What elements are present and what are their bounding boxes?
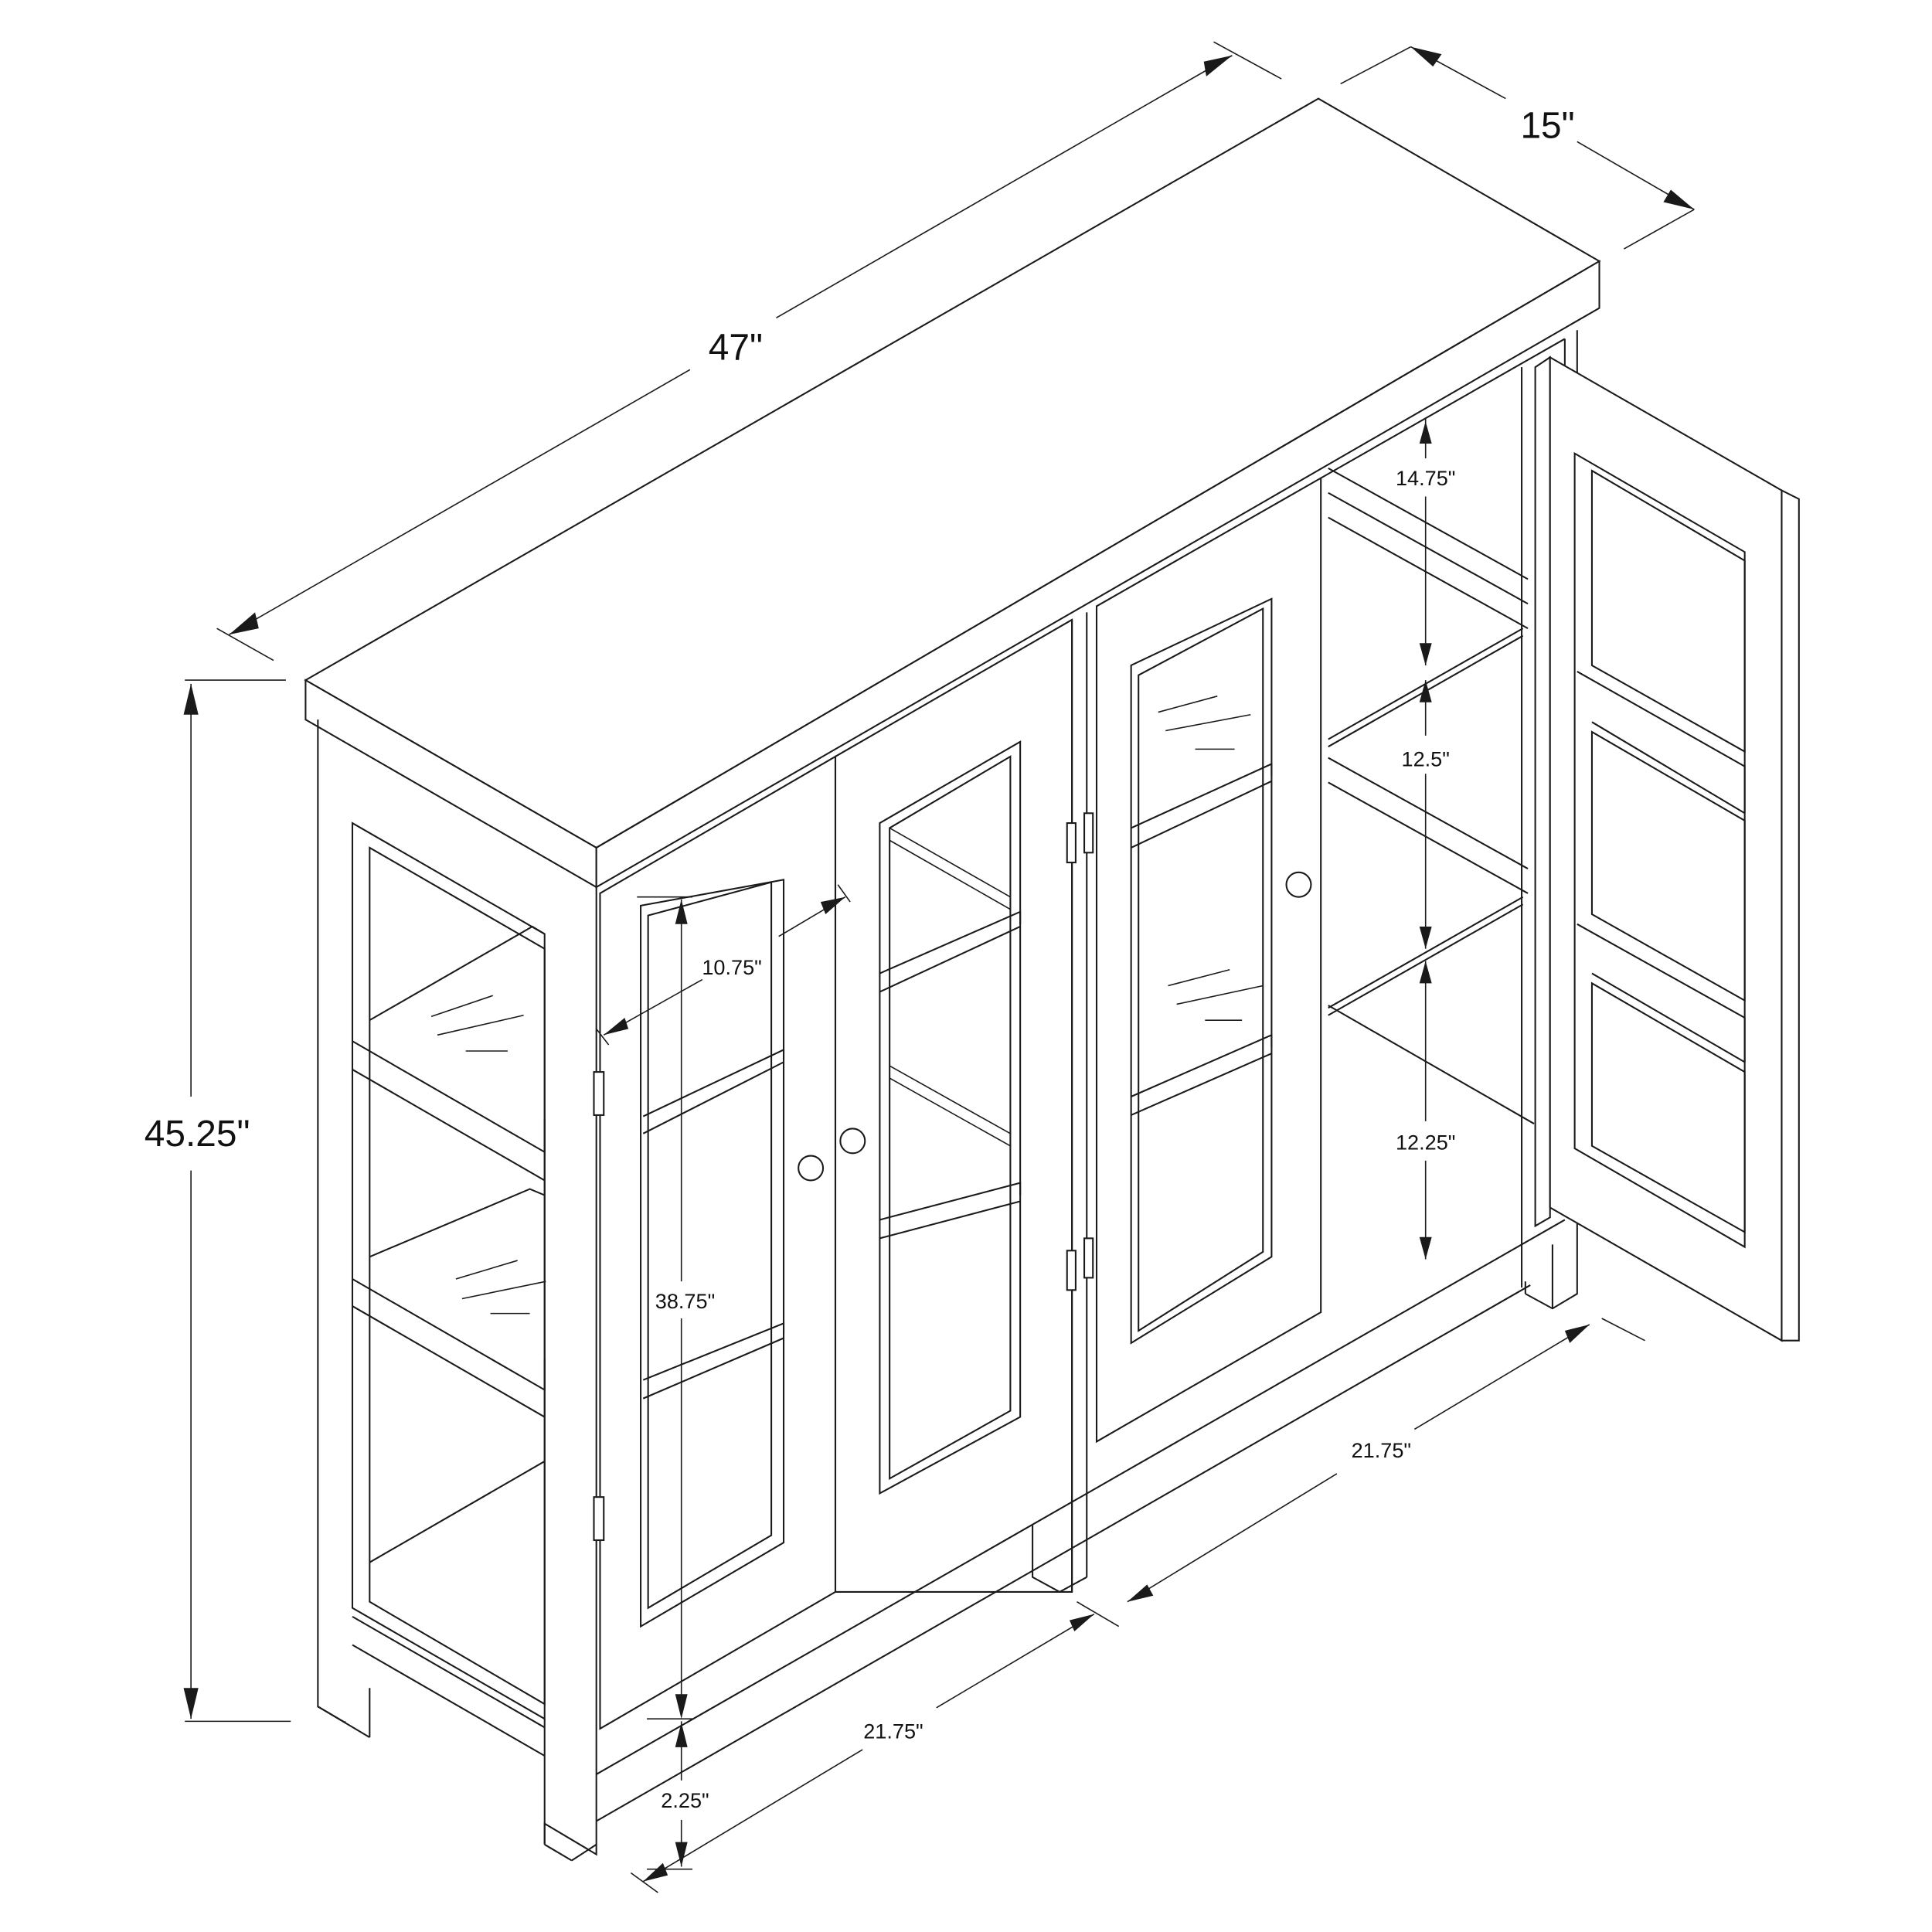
door-left [593, 755, 837, 1730]
dim-label-front-right: 21.75" [1352, 1438, 1411, 1462]
hinge-icon [1066, 1250, 1077, 1291]
hinge-icon [593, 1496, 605, 1542]
dimension-front-right: 21.75" [1127, 1318, 1645, 1603]
dim-label-door-width: 10.75" [702, 955, 761, 979]
dimension-height: 45.25" [145, 679, 291, 1723]
dim-label-shelf-bottom: 12.25" [1396, 1131, 1455, 1155]
dim-label-base-clearance: 2.25" [661, 1788, 709, 1812]
dimension-shelf-spacing: 14.75" 12.5" 12.25" [1396, 419, 1455, 1260]
dim-label-shelf-middle: 12.5" [1402, 747, 1450, 771]
dimension-door-height: 38.75" [637, 896, 715, 1719]
dimension-width: 47" [216, 41, 1282, 662]
cabinet-top [304, 97, 1601, 889]
dimension-door-width: 10.75" [596, 884, 851, 1046]
dim-label-front-left: 21.75" [863, 1719, 923, 1743]
door-knob-icon [798, 1155, 825, 1182]
left-side-panel [317, 719, 597, 1862]
dimension-base-clearance: 2.25" [647, 1718, 709, 1870]
hinge-icon [1066, 822, 1077, 864]
dimension-front-left: 21.75" [630, 1601, 1120, 1893]
hinge-icon [1083, 812, 1094, 854]
dim-label-depth: 15" [1520, 106, 1574, 147]
door-right-open [1534, 355, 1800, 1342]
door-knob-icon [839, 1128, 866, 1155]
door-knob-icon [1285, 871, 1312, 898]
dim-label-height: 45.25" [145, 1114, 250, 1155]
hinge-icon [593, 1071, 605, 1116]
dim-label-width: 47" [709, 328, 763, 369]
hinge-icon [1083, 1237, 1094, 1279]
front-base-rail [596, 1219, 1578, 1822]
door-middle [834, 618, 1073, 1593]
dim-label-shelf-top: 14.75" [1396, 466, 1455, 490]
dimension-depth: 15" [1340, 46, 1695, 250]
door-right-center [1066, 476, 1322, 1592]
dim-label-door-height: 38.75" [655, 1289, 715, 1313]
